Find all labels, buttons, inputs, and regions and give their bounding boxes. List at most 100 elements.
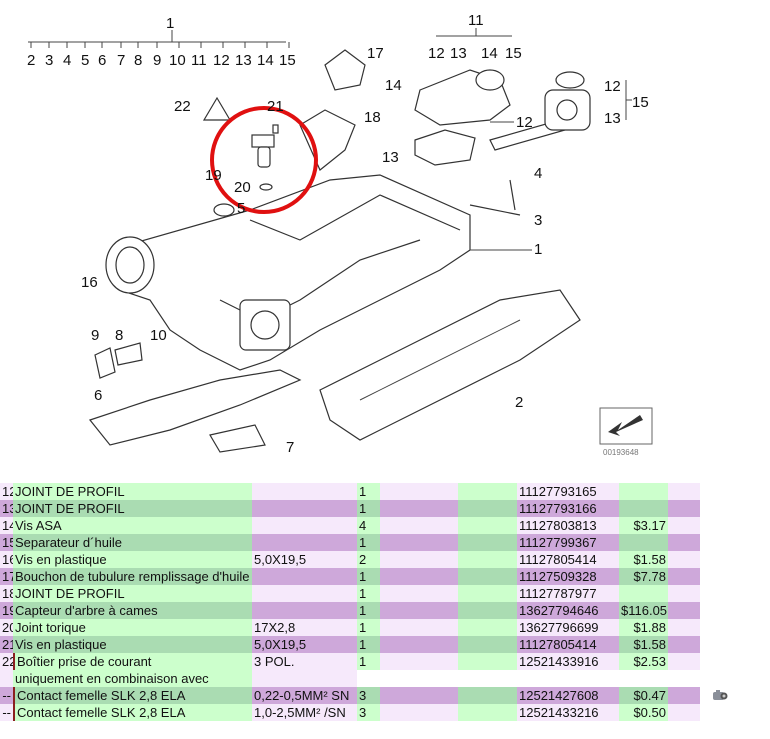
cell-empty [458,619,517,636]
callout-12-right[interactable]: 12 [604,78,621,95]
callout-1: 1 [166,15,174,32]
cell-price [619,670,668,687]
callout-13[interactable]: 13 [382,149,399,166]
bolt-3 [469,204,521,216]
cell-empty [668,687,700,704]
cell-empty [668,483,700,500]
cell-empty [458,568,517,585]
callout-10[interactable]: 10 [150,327,167,344]
callout-3[interactable]: 3 [45,52,53,69]
cell-price: $0.50 [619,704,668,721]
right-cluster [544,71,591,131]
cell-part: 11127805414 [517,551,619,568]
cell-spec: 5,0X19,5 [252,551,357,568]
callout-22[interactable]: 22 [174,98,191,115]
callout-13[interactable]: 13 [235,52,252,69]
callout-15[interactable]: 15 [279,52,296,69]
cell-part: 11127803813 [517,517,619,534]
callout-12[interactable]: 12 [428,45,445,62]
callout-1-cover[interactable]: 1 [534,241,542,258]
cell-empty [458,551,517,568]
callout-21[interactable]: 21 [267,98,284,115]
callout-13[interactable]: 13 [450,45,467,62]
cell-spec: 3 POL. [252,653,357,670]
callout-14[interactable]: 14 [385,77,402,94]
cell-spec: 0,22-0,5MM² SN [252,687,357,704]
cell-part: 11127787977 [517,585,619,602]
callout-19[interactable]: 19 [205,167,222,184]
cell-part: 13627794646 [517,602,619,619]
callout-9[interactable]: 9 [153,52,161,69]
callout-15[interactable]: 15 [505,45,522,62]
callout-17[interactable]: 17 [367,45,384,62]
cell-part: 13627796699 [517,619,619,636]
cell-desc: Separateur d´huile [13,534,252,551]
callout-12[interactable]: 12 [213,52,230,69]
cell-num: -- [0,687,13,704]
callout-6[interactable]: 6 [94,387,102,404]
callout-4[interactable]: 4 [534,165,542,182]
callout-11: 11 [468,12,484,29]
callout-11[interactable]: 11 [191,52,207,69]
callout-10[interactable]: 10 [169,52,186,69]
gasket [319,289,581,441]
cell-part: 11127509328 [517,568,619,585]
cell-empty [668,585,700,602]
cell-empty [380,585,458,602]
cell-num: 17 [0,568,13,585]
callout-7[interactable]: 7 [117,52,125,69]
camshaft-sensor [251,124,279,191]
callout-7[interactable]: 7 [286,439,294,456]
cell-spec [252,585,357,602]
cell-empty [668,619,700,636]
callout-20[interactable]: 20 [234,179,251,196]
cell-empty [380,568,458,585]
callout-14[interactable]: 14 [257,52,274,69]
callout-4[interactable]: 4 [63,52,71,69]
callout-14[interactable]: 14 [481,45,498,62]
callout-18[interactable]: 18 [364,109,381,126]
callout-2[interactable]: 2 [27,52,35,69]
cell-num: 20 [0,619,13,636]
cell-empty [668,636,700,653]
callout-2[interactable]: 2 [515,394,523,411]
cell-part: 12521427608 [517,687,619,704]
cell-empty [668,517,700,534]
sensor-4 [509,179,516,211]
cell-part: 12521433916 [517,653,619,670]
plug-cap [213,203,235,217]
bracket-8 [114,342,143,366]
callout-9[interactable]: 9 [91,327,99,344]
callout-8[interactable]: 8 [134,52,142,69]
cell-desc: Bouchon de tubulure remplissage d'huile [13,568,252,585]
cell-empty [668,602,700,619]
cell-price: $7.78 [619,568,668,585]
callout-8[interactable]: 8 [115,327,123,344]
callout-6[interactable]: 6 [98,52,106,69]
table-note-row[interactable]: uniquement en combinaison avec [0,670,700,687]
cell-price [619,534,668,551]
callout-12[interactable]: 12 [516,114,533,131]
callout-15[interactable]: 15 [632,94,649,111]
cell-empty [380,551,458,568]
callout-5[interactable]: 5 [81,52,89,69]
callout-13-right[interactable]: 13 [604,110,621,127]
callout-16[interactable]: 16 [81,274,98,291]
cell-empty [458,636,517,653]
camera-icon[interactable] [712,689,728,701]
callout-5[interactable]: 5 [237,200,245,217]
callout-3[interactable]: 3 [534,212,542,229]
